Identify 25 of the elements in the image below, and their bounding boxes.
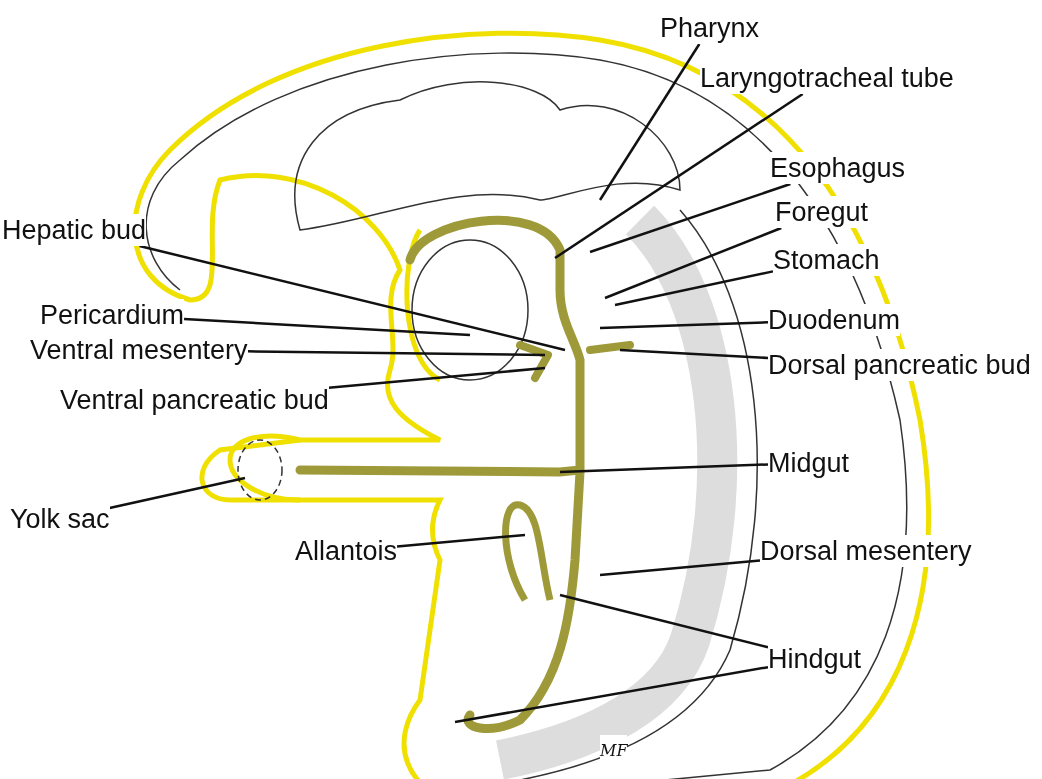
leader-line — [598, 43, 701, 201]
leader-line — [614, 270, 774, 307]
leader-line — [328, 366, 546, 389]
part-label: Esophagus — [770, 152, 906, 184]
leader-line — [604, 226, 782, 300]
leader-line — [554, 92, 804, 260]
leader-line — [396, 533, 526, 548]
leader-line — [589, 182, 791, 254]
leader-line — [139, 244, 566, 352]
leader-line — [619, 348, 769, 360]
leader-line — [183, 317, 471, 337]
leader-line — [559, 593, 769, 649]
part-label: Dorsal mesentery — [760, 535, 972, 567]
part-label: Ventral pancreatic bud — [60, 384, 329, 416]
leader-line — [109, 476, 246, 510]
part-label: Hepatic bud — [2, 214, 147, 246]
leader-line — [559, 463, 769, 474]
part-label: Foregut — [775, 196, 869, 228]
leader-line — [454, 665, 769, 724]
leader-line — [247, 350, 545, 357]
part-label: Stomach — [773, 244, 880, 276]
leader-line — [599, 321, 769, 330]
part-label: Hindgut — [768, 643, 862, 675]
leader-line — [599, 559, 761, 577]
part-label: Duodenum — [768, 304, 901, 336]
